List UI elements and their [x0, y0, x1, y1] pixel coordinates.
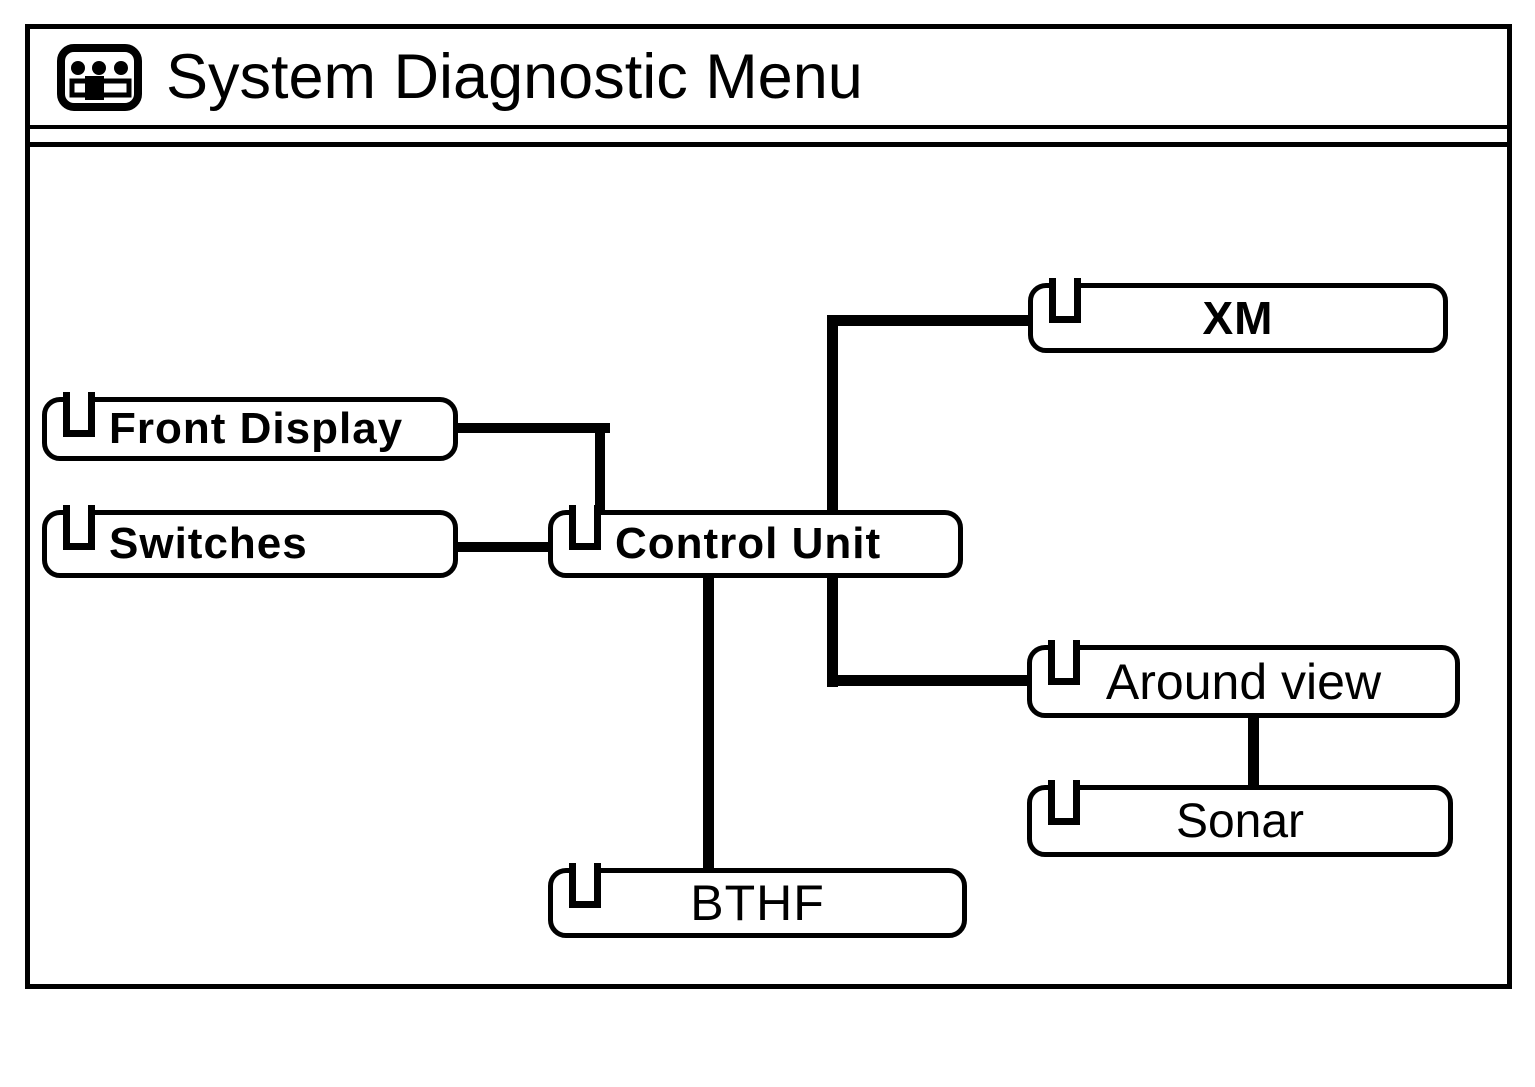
screen-tab-icon — [1048, 780, 1080, 825]
node-label: Switches — [109, 519, 308, 568]
title-bar: System Diagnostic Menu — [30, 29, 1507, 125]
control-panel-icon — [57, 43, 142, 111]
node-label: Front Display — [109, 404, 404, 453]
connector-around-view-sonar — [1248, 713, 1259, 790]
screen-tab-icon — [63, 505, 95, 550]
node-label: Around view — [1105, 653, 1382, 710]
page-title: System Diagnostic Menu — [166, 42, 863, 112]
screen-tab-icon — [1049, 278, 1081, 323]
node-label: XM — [1202, 292, 1274, 344]
node-label: BTHF — [690, 875, 825, 931]
connector-control-unit-branch — [827, 315, 838, 687]
diagnostic-window: System Diagnostic Menu Front Display Swi… — [25, 24, 1512, 989]
node-front-display[interactable]: Front Display — [42, 392, 458, 461]
connector-front-display-control-unit-elbow — [595, 423, 605, 518]
screen-tab-icon — [1048, 640, 1080, 685]
connector-control-unit-xm — [827, 315, 1032, 326]
node-xm[interactable]: XM — [1028, 278, 1448, 353]
connector-control-unit-bthf — [703, 573, 714, 874]
node-sonar[interactable]: Sonar — [1027, 780, 1453, 857]
node-bthf[interactable]: BTHF — [548, 863, 967, 938]
screen-tab-icon — [63, 392, 95, 437]
separator-line-top — [30, 125, 1507, 129]
connector-control-unit-around-view — [827, 675, 1032, 686]
connector-switches-control-unit — [455, 542, 555, 552]
node-switches[interactable]: Switches — [42, 505, 458, 578]
separator-line-bottom — [30, 142, 1507, 147]
node-control-unit[interactable]: Control Unit — [548, 505, 963, 578]
connector-front-display-control-unit — [455, 423, 610, 433]
screen-tab-icon — [569, 863, 601, 908]
node-label: Control Unit — [615, 519, 882, 568]
node-label: Sonar — [1175, 794, 1305, 848]
screen-tab-icon — [569, 505, 601, 550]
node-around-view[interactable]: Around view — [1027, 640, 1460, 718]
